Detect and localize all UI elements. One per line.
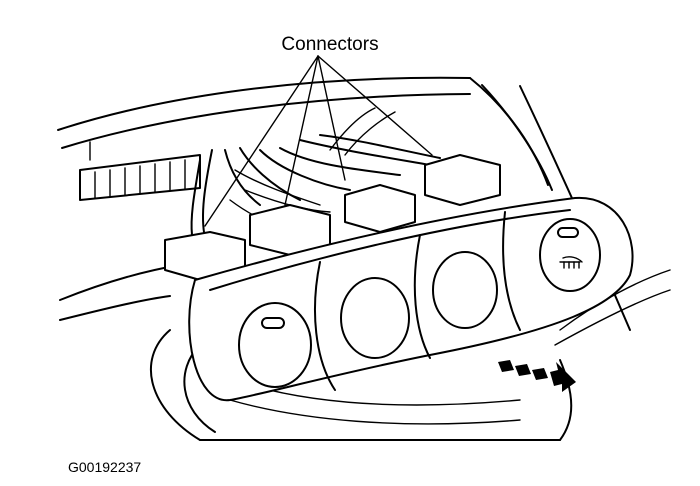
rear-defrost-icon bbox=[559, 256, 583, 269]
indicator-led-icon bbox=[261, 317, 285, 329]
switch-buttons bbox=[238, 218, 601, 388]
indicator-led-icon bbox=[557, 227, 579, 238]
button-1 bbox=[238, 302, 312, 388]
button-4 bbox=[539, 218, 601, 292]
callout-leaders bbox=[204, 55, 433, 227]
connector-housings bbox=[164, 154, 501, 281]
figure-code: G00192237 bbox=[68, 459, 141, 475]
direction-arrow bbox=[498, 360, 576, 392]
button-3 bbox=[432, 251, 498, 329]
button-2 bbox=[340, 277, 410, 359]
wire-harness bbox=[190, 107, 441, 239]
callout-label: Connectors bbox=[281, 34, 378, 55]
air-vent bbox=[79, 154, 201, 201]
